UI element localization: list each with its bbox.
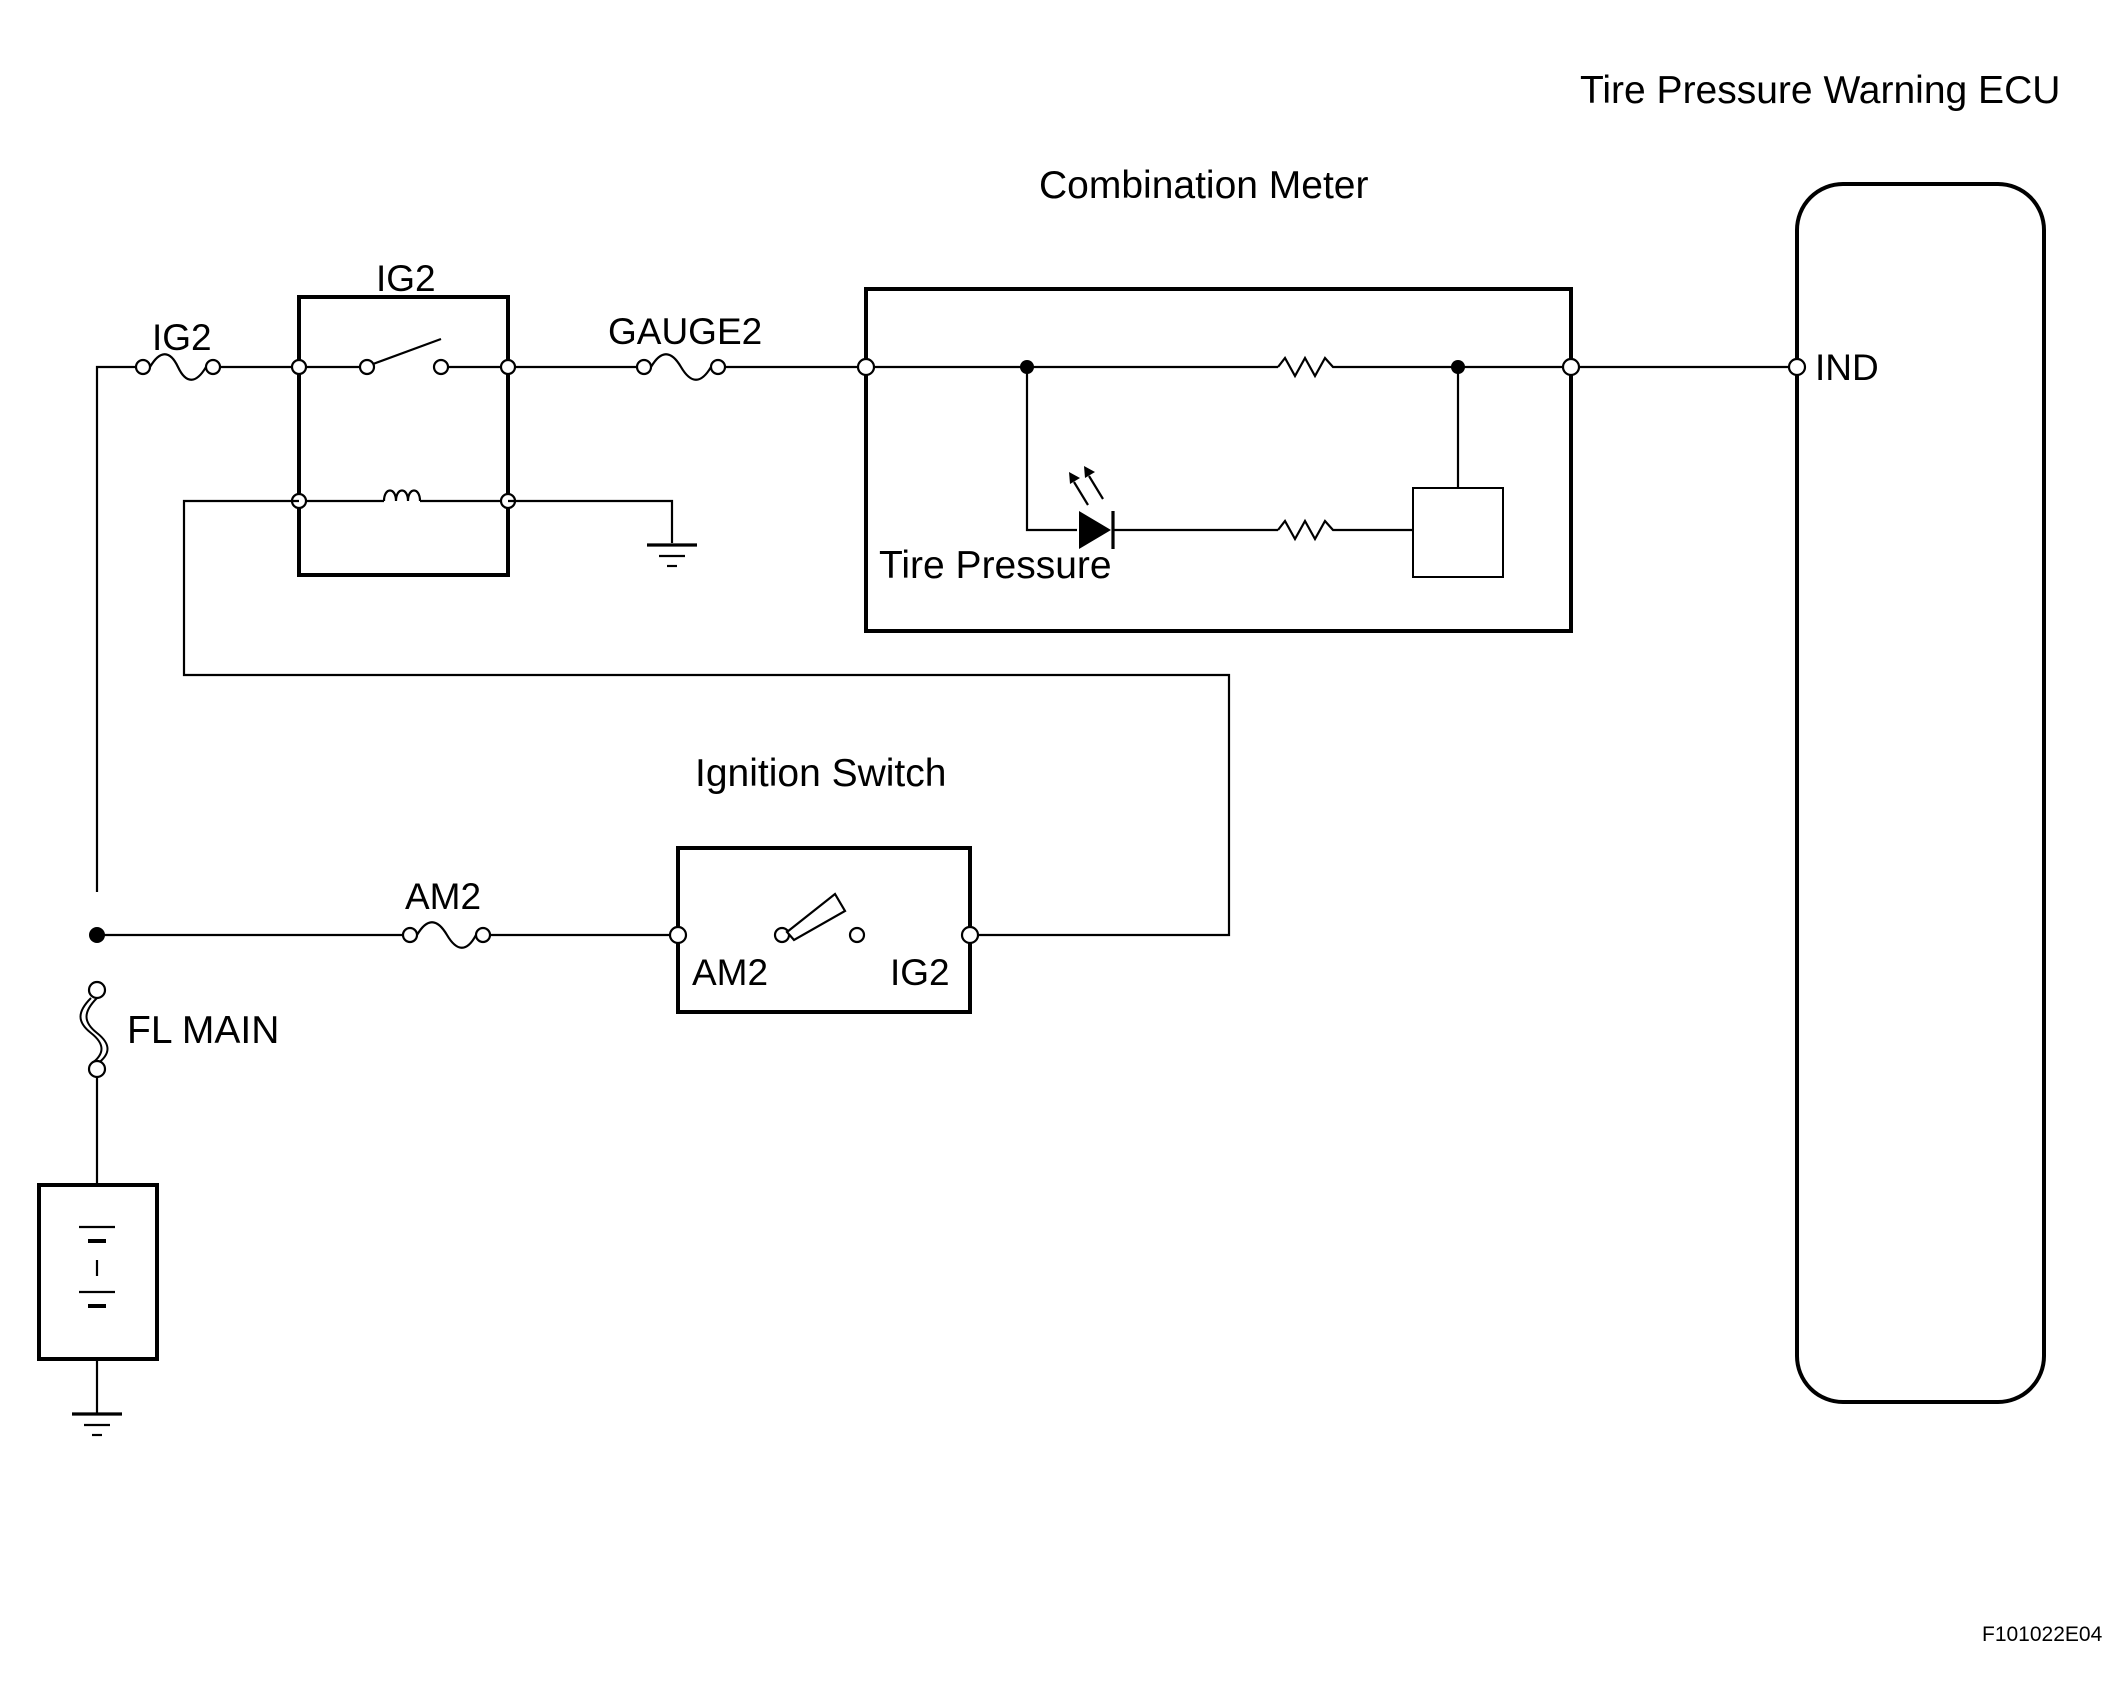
battery-icon bbox=[79, 1225, 115, 1413]
ig2-relay-box bbox=[297, 295, 510, 577]
meter-input-terminal bbox=[856, 357, 876, 377]
battery-ground-icon bbox=[72, 1412, 122, 1437]
meter-internal-circuit bbox=[1020, 355, 1504, 578]
fl-main-label: FL MAIN bbox=[127, 1009, 279, 1052]
fuse-am2-label: AM2 bbox=[405, 876, 481, 917]
figure-code: F101022E04 bbox=[1982, 1623, 2103, 1646]
ig2-fuse bbox=[134, 353, 222, 381]
ecu-ind-terminal bbox=[1787, 357, 1807, 377]
tpw-ecu-box bbox=[1795, 182, 2046, 1404]
combination-meter-box bbox=[864, 287, 1573, 633]
meter-output-terminal bbox=[1561, 357, 1581, 377]
meter-title: Combination Meter bbox=[1039, 164, 1368, 207]
relay-ground-icon bbox=[647, 543, 697, 568]
ig2-relay-switch bbox=[290, 337, 517, 376]
gauge2-fuse bbox=[635, 353, 727, 381]
am2-fuse bbox=[401, 921, 492, 949]
ind-pin-label: IND bbox=[1815, 347, 1879, 388]
fuse-gauge2-label: GAUGE2 bbox=[608, 311, 762, 352]
switch-am2-label: AM2 bbox=[692, 952, 768, 993]
ignition-switch-title: Ignition Switch bbox=[695, 752, 946, 795]
ig2-relay-coil bbox=[290, 489, 674, 543]
fl-main-fusible-link bbox=[79, 980, 109, 1185]
fuse-ig2-label: IG2 bbox=[152, 317, 212, 358]
relay-title: IG2 bbox=[376, 258, 436, 299]
am2-line bbox=[89, 927, 678, 943]
coil-feed-wire bbox=[182, 499, 1231, 937]
ecu-title: Tire Pressure Warning ECU bbox=[1580, 69, 2060, 112]
tire-pressure-led-icon bbox=[1069, 466, 1115, 549]
switch-ig2-label: IG2 bbox=[890, 952, 950, 993]
tire-pressure-lamp-label: Tire Pressure bbox=[879, 544, 1112, 587]
ignition-switch-contacts bbox=[668, 892, 980, 945]
